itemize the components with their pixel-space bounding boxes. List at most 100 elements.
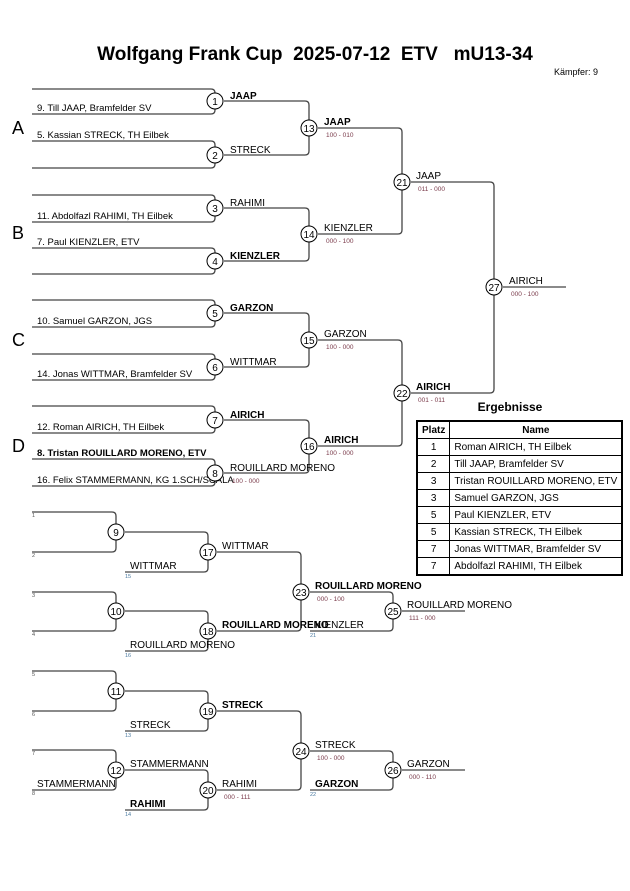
winner-label: JAAP [324, 117, 351, 128]
slot-ref: 6 [32, 712, 35, 718]
result-place: 5 [416, 506, 451, 524]
match-number: 23 [295, 588, 307, 599]
match-number: 26 [387, 766, 399, 777]
slot-ref: 7 [32, 751, 35, 757]
winner-label: JAAP [230, 91, 257, 102]
match-number: 7 [212, 416, 218, 427]
bracket-connector [32, 511, 117, 553]
result-name: Paul KIENZLER, ETV [449, 506, 623, 524]
bracket-connector [411, 181, 495, 394]
entry-name: 10. Samuel GARZON, JGS [37, 316, 152, 327]
winner-label: GARZON [230, 303, 273, 314]
winner-label: AIRICH [230, 410, 264, 421]
result-place: 7 [416, 540, 451, 558]
match-score: 100 - 000 [326, 344, 354, 351]
match-circle [300, 437, 318, 455]
result-place: 3 [416, 489, 451, 507]
match-circle [206, 358, 224, 376]
bracket-connector [32, 591, 117, 632]
match-number: 27 [488, 283, 500, 294]
bracket-connector [32, 247, 216, 275]
winner-label: RAHIMI [230, 198, 265, 209]
match-score: 100 - 000 [232, 478, 260, 485]
match-number: 1 [212, 97, 218, 108]
result-name: Abdolfazl RAHIMI, TH Eilbek [449, 557, 623, 576]
match-circle [199, 702, 217, 720]
winner-label: ROUILLARD MORENO [407, 600, 512, 611]
match-number: 18 [202, 627, 214, 638]
winner-label: AIRICH [324, 435, 358, 446]
match-number: 21 [396, 178, 408, 189]
result-place: 1 [416, 438, 451, 456]
winner-label: GARZON [407, 759, 450, 770]
match-circle [384, 761, 402, 779]
match-number: 8 [212, 469, 218, 480]
match-score: 000 - 100 [317, 596, 345, 603]
entry-name: 11. Abdolfazl RAHIMI, TH Eilbek [37, 211, 173, 222]
match-number: 20 [202, 786, 214, 797]
feed-ref: 15 [125, 574, 131, 580]
header-place: Platz [416, 420, 451, 439]
winner-label: WITTMAR [230, 357, 277, 368]
match-score: 000 - 100 [511, 291, 539, 298]
winner-label: RAHIMI [222, 779, 257, 790]
match-circle [206, 199, 224, 217]
match-circle [206, 252, 224, 270]
slot-ref: 2 [32, 553, 35, 559]
slot-ref: 8 [32, 791, 35, 797]
winner-label: ROUILLARD MORENO [222, 620, 329, 631]
match-circle [206, 411, 224, 429]
entry-name: 12. Roman AIRICH, TH Eilbek [37, 422, 164, 433]
feed-name: KIENZLER [315, 620, 364, 631]
pool-letter: A [12, 118, 24, 138]
match-number: 25 [387, 607, 399, 618]
match-circle [199, 543, 217, 561]
match-circle [292, 742, 310, 760]
entry-name: 9. Till JAAP, Bramfelder SV [37, 103, 152, 114]
slot-name: STAMMERMANN [37, 779, 116, 790]
result-name: Tristan ROUILLARD MORENO, ETV [449, 472, 623, 490]
feed-ref: 16 [125, 653, 131, 659]
entry-name: 7. Paul KIENZLER, ETV [37, 237, 140, 248]
bracket-connector [32, 140, 216, 169]
winner-label: KIENZLER [324, 223, 373, 234]
match-circle [206, 92, 224, 110]
match-number: 10 [110, 607, 122, 618]
match-number: 11 [111, 687, 122, 698]
entry-name: 5. Kassian STRECK, TH Eilbek [37, 130, 169, 141]
result-name: Samuel GARZON, JGS [449, 489, 623, 507]
match-score: 100 - 000 [326, 450, 354, 457]
match-score: 011 - 000 [418, 186, 445, 193]
match-circle [485, 278, 503, 296]
winner-label: STRECK [230, 145, 271, 156]
match-circle [393, 384, 411, 402]
result-name: Till JAAP, Bramfelder SV [449, 455, 623, 473]
match-number: 17 [202, 548, 214, 559]
entry-name: 16. Felix STAMMERMANN, KG 1.SCH/SCALA [37, 475, 234, 486]
match-number: 15 [303, 336, 315, 347]
results-header-row: Platz Name [416, 420, 623, 439]
bracket-connector [318, 339, 403, 447]
match-score: 000 - 110 [409, 774, 436, 781]
winner-label: WITTMAR [222, 541, 269, 552]
slot-ref: 5 [32, 672, 35, 678]
feed-name: ROUILLARD MORENO [130, 640, 235, 651]
match-circle [300, 119, 318, 137]
winner-label: STAMMERMANN [130, 759, 209, 770]
match-circle [107, 602, 125, 620]
match-score: 100 - 000 [317, 755, 345, 762]
feed-ref: 13 [125, 733, 131, 739]
match-circle [206, 146, 224, 164]
feed-name: GARZON [315, 779, 358, 790]
bracket-connector [318, 127, 403, 235]
winner-label: STRECK [315, 740, 356, 751]
